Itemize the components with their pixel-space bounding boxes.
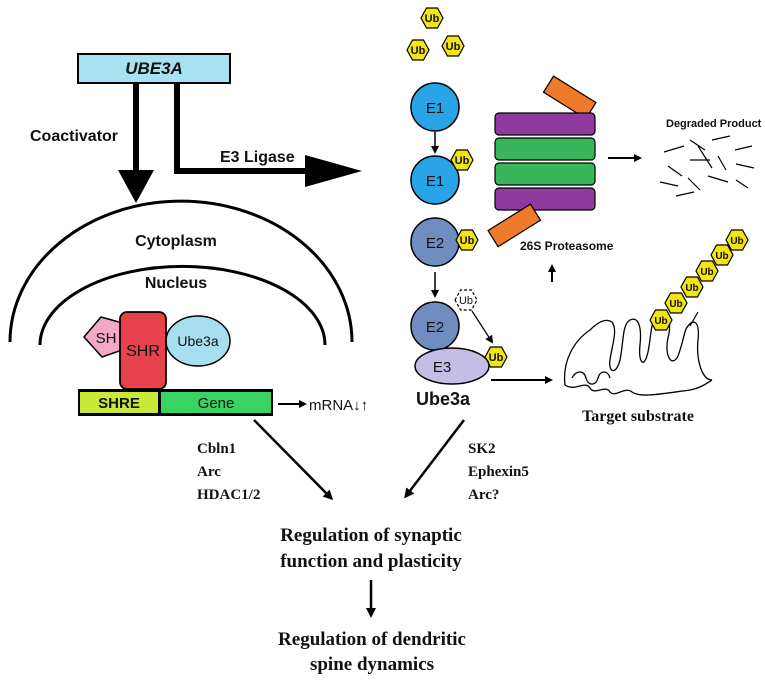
degraded-product-label: Degraded Product: [666, 118, 762, 130]
ub-hexagon: Ub: [484, 346, 508, 368]
right-target: Ephexin5: [468, 464, 529, 480]
ub-label: Ub: [425, 13, 440, 25]
ub-label: Ub: [730, 236, 743, 247]
dendritic-outcome-line2: spine dynamics: [310, 654, 434, 675]
ub-hexagon: Ub: [695, 260, 719, 282]
e3-ligase-arrow: [174, 84, 362, 187]
ub-hexagon: Ub: [710, 244, 734, 266]
e2-label: E2: [426, 235, 444, 252]
right-convergence-arrow: [404, 419, 465, 499]
ub-label: Ub: [654, 316, 667, 327]
synaptic-outcome-line2: function and plasticity: [280, 551, 462, 572]
ub-label: Ub: [411, 45, 426, 57]
nucleus-arc: [38, 264, 327, 346]
free-ubiquitin-group: Ub Ub Ub: [406, 7, 465, 61]
proteasome: [487, 75, 597, 248]
ub-hexagon: Ub: [649, 309, 673, 331]
shre-label: SHRE: [98, 395, 140, 412]
proteasome-cap: [487, 203, 542, 248]
ub-label: Ub: [685, 283, 698, 294]
ub-hexagon: Ub: [455, 229, 479, 251]
ub-hexagon: Ub: [406, 39, 430, 61]
ub-label: Ub: [669, 299, 682, 310]
e2-e3-complex: E2 Ub Ub E3: [410, 289, 508, 385]
ube3a-small-label: Ube3a: [177, 333, 218, 349]
ub-label: Ub: [700, 267, 713, 278]
e2-label: E2: [426, 319, 444, 336]
ub-hexagon: Ub: [441, 35, 465, 57]
ub-hexagon: Ub: [420, 7, 444, 29]
right-targets: SK2 Ephexin5 Arc?: [468, 441, 529, 503]
ub-hexagon: Ub: [680, 276, 704, 298]
coactivator-label: Coactivator: [30, 128, 118, 145]
ub-hexagon: Ub: [664, 292, 688, 314]
coactivator-arrow: [118, 84, 154, 203]
shre-segment: [80, 392, 158, 413]
sh-label: SH: [96, 330, 117, 347]
e2-ub-enzyme: E2 Ub: [410, 217, 479, 267]
ube3a-coactivator-circle: Ube3a: [165, 315, 231, 367]
left-convergence-arrow: [253, 419, 334, 501]
ub-label: Ub: [715, 251, 728, 262]
left-target: Cbln1: [197, 441, 236, 457]
ub-label: Ub: [459, 295, 473, 307]
ube3a-ligase-label: Ube3a: [416, 389, 471, 409]
gene-label: Gene: [198, 395, 235, 412]
left-target: HDAC1/2: [197, 487, 260, 503]
nucleus-label: Nucleus: [145, 275, 207, 292]
shre-gene-bar: SHRE Gene: [78, 389, 273, 416]
dendritic-outcome-line1: Regulation of dendritic: [278, 629, 466, 650]
e3-label: E3: [433, 359, 451, 376]
e1-label: E1: [426, 100, 444, 117]
shr-label: SHR: [126, 343, 160, 360]
ub-label: Ub: [455, 155, 470, 167]
left-target: Arc: [197, 464, 221, 480]
target-substrate: [563, 311, 713, 396]
target-substrate-label: Target substrate: [582, 408, 694, 425]
ub-label: Ub: [446, 41, 461, 53]
gene-segment: [161, 392, 271, 413]
shr-receptor: SHR: [119, 311, 167, 390]
right-target: Arc?: [468, 487, 499, 503]
left-targets: Cbln1 Arc HDAC1/2: [197, 441, 260, 503]
proteasome-cap: [542, 75, 597, 120]
mrna-label: mRNA↓↑: [309, 397, 368, 414]
right-target: SK2: [468, 441, 496, 457]
synaptic-outcome-line1: Regulation of synaptic: [280, 525, 462, 546]
ube3a-gene-box: UBE3A: [77, 53, 231, 84]
cytoplasm-label: Cytoplasm: [135, 233, 217, 250]
cytoplasm-arc: [8, 199, 354, 343]
ub-hexagon: Ub: [725, 229, 749, 251]
ub-label: Ub: [460, 235, 475, 247]
e1-ub-enzyme: E1 Ub: [410, 149, 474, 205]
proteasome-label: 26S Proteasome: [520, 239, 614, 253]
degraded-fragments: [659, 135, 755, 197]
e1-label: E1: [426, 173, 444, 190]
ube3a-gene-label: UBE3A: [125, 59, 183, 78]
polyubiquitin-chain: Ub Ub Ub Ub Ub Ub: [649, 229, 749, 331]
e1-enzyme: E1: [410, 82, 460, 132]
ub-hexagon: Ub: [450, 149, 474, 171]
e3-ligase-label: E3 Ligase: [220, 149, 295, 166]
ub-transfer-hexagon: Ub: [454, 289, 478, 311]
ub-label: Ub: [489, 352, 504, 364]
